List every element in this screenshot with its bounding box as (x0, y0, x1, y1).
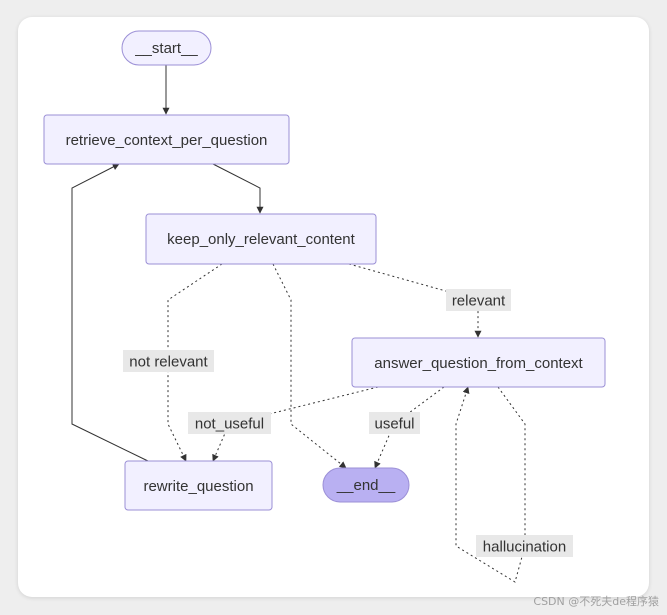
node-end-label: __end__ (336, 477, 396, 494)
node-answer-label: answer_question_from_context (374, 355, 583, 372)
node-rewrite-label: rewrite_question (143, 478, 253, 495)
edge-label-not-useful-text: not_useful (195, 416, 264, 433)
edge-label-useful: useful (369, 412, 420, 434)
edge-label-not-useful: not_useful (188, 412, 271, 434)
node-keep-label: keep_only_relevant_content (167, 231, 355, 248)
node-end[interactable]: __end__ (322, 467, 410, 503)
node-keep-only-relevant-content[interactable]: keep_only_relevant_content (145, 213, 377, 265)
edge-label-relevant-text: relevant (452, 293, 506, 310)
edge-label-relevant: relevant (446, 289, 511, 311)
edge-label-useful-text: useful (374, 416, 414, 433)
edge-answer-hallucination-loop (455, 386, 526, 583)
watermark: CSDN @不死夫de程序猿 (533, 595, 659, 608)
edge-keep-to-end (272, 263, 347, 469)
node-answer-question-from-context[interactable]: answer_question_from_context (351, 337, 606, 388)
node-start-label: __start__ (134, 40, 198, 57)
edge-answer-to-rewrite (212, 386, 379, 462)
edge-label-not-relevant-text: not relevant (129, 354, 208, 371)
edge-answer-to-end (374, 386, 445, 469)
node-rewrite-question[interactable]: rewrite_question (124, 460, 273, 511)
node-retrieve-context-per-question[interactable]: retrieve_context_per_question (43, 114, 290, 165)
edge-rewrite-to-retrieve (71, 163, 149, 462)
edge-retrieve-to-keep (212, 163, 264, 214)
edge-label-not-relevant: not relevant (123, 350, 214, 372)
edge-label-hallucination-text: hallucination (483, 539, 566, 556)
node-retrieve-label: retrieve_context_per_question (66, 132, 268, 149)
node-start[interactable]: __start__ (121, 30, 212, 66)
edge-label-hallucination: hallucination (476, 535, 573, 557)
